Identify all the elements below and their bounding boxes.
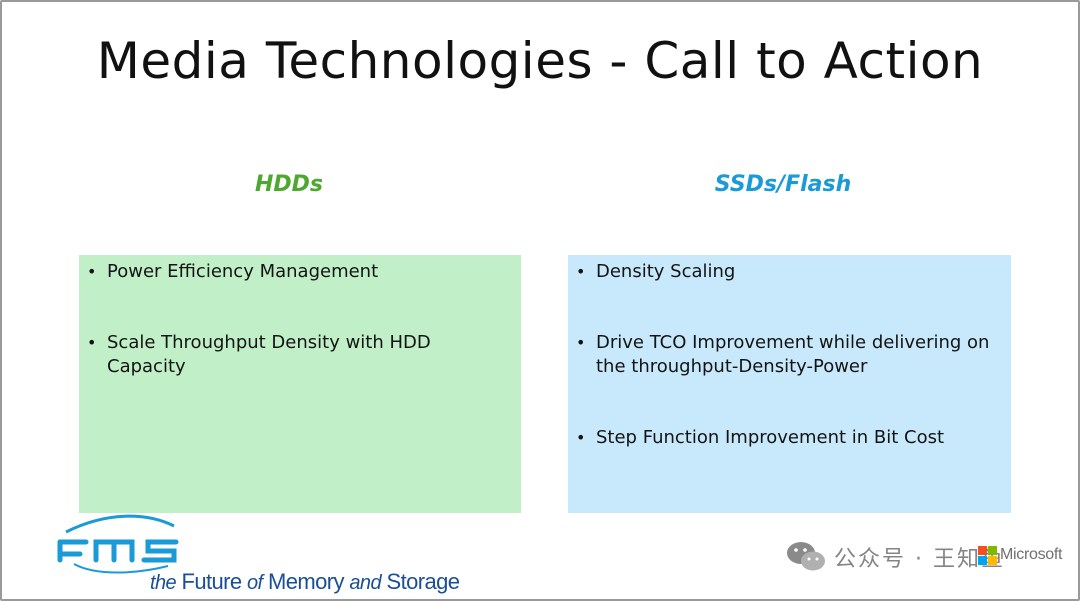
microsoft-logo: Microsoft [978, 545, 1063, 565]
list-item: • Drive TCO Improvement while delivering… [576, 331, 993, 379]
tagline-of: of [247, 572, 263, 594]
list-item: • Density Scaling [576, 260, 993, 284]
tagline-storage: Storage [386, 569, 460, 594]
ssd-box: • Density Scaling • Drive TCO Improvemen… [568, 255, 1011, 513]
hdd-box: • Power Efficiency Management • Scale Th… [79, 255, 521, 513]
hdd-heading: HDDs [254, 172, 324, 197]
bullet-text: Density Scaling [596, 261, 736, 282]
microsoft-logo-icon [978, 545, 997, 565]
list-item: • Step Function Improvement in Bit Cost [576, 426, 993, 450]
list-item: • Power Efficiency Management [87, 260, 503, 284]
fms-logo-mark-icon [57, 514, 179, 574]
bullet-text: Scale Throughput Density with HDD Capaci… [107, 332, 431, 377]
bullet-icon: • [576, 333, 586, 352]
watermark-text: 公众号 · 王知鱼 [834, 547, 1005, 572]
tagline-and: and [349, 572, 381, 594]
bullet-text: Drive TCO Improvement while delivering o… [596, 332, 990, 377]
watermark: 公众号 · 王知鱼 [786, 540, 1005, 574]
tagline-the: the [150, 572, 177, 594]
bullet-icon: • [87, 262, 97, 281]
bullet-icon: • [87, 333, 97, 352]
ssd-heading: SSDs/Flash [714, 172, 852, 197]
microsoft-wordmark: Microsoft [1000, 546, 1063, 563]
fms-tagline: the Future of Memory and Storage [150, 569, 460, 595]
wechat-icon [787, 542, 825, 571]
list-item: • Scale Throughput Density with HDD Capa… [87, 331, 503, 379]
tagline-memory: Memory [268, 569, 344, 594]
tagline-future: Future [181, 569, 243, 594]
bullet-text: Power Efficiency Management [107, 261, 379, 282]
fms-logo: the Future of Memory and Storage [56, 514, 460, 599]
bullet-icon: • [576, 262, 586, 281]
bullet-icon: • [576, 428, 586, 447]
slide-title: Media Technologies - Call to Action [96, 32, 984, 90]
bullet-text: Step Function Improvement in Bit Cost [596, 427, 945, 448]
